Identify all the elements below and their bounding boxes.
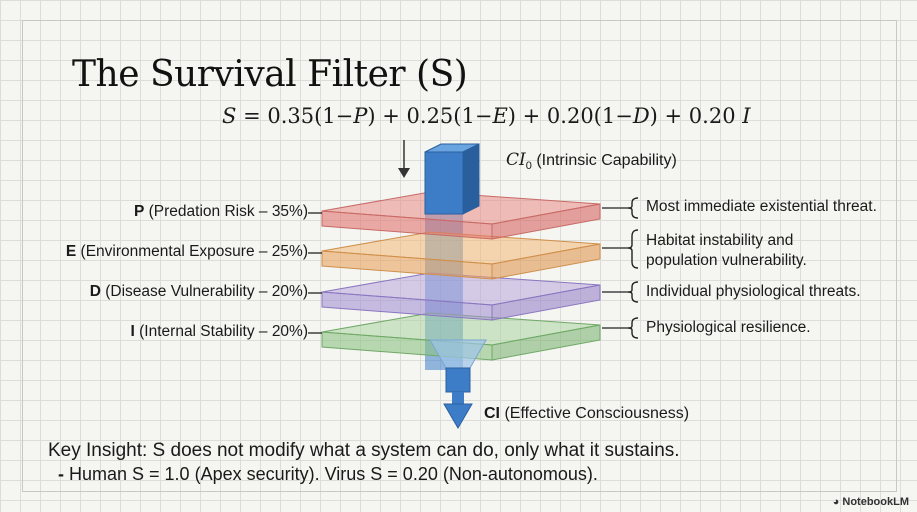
slide-frame: [22, 20, 897, 492]
notebooklm-logo-icon: ◕: [832, 496, 843, 508]
layer-d-key: D: [89, 283, 101, 300]
layer-e-plate: [321, 231, 601, 280]
layer-p-label: P (Predation Risk – 35%): [134, 203, 308, 221]
survival-formula: S = 0.35(1−P) + 0.25(1−E) + 0.20(1−D) + …: [222, 104, 751, 128]
key-insight: Key Insight: S does not modify what a sy…: [48, 440, 680, 461]
brace-d-icon: [602, 281, 639, 303]
layer-i-note: Physiological resilience.: [646, 319, 811, 336]
layer-d-plate: [321, 272, 601, 321]
brace-i-icon: [602, 317, 639, 339]
formula-i: I: [742, 104, 751, 128]
brand-name: NotebookLM: [842, 496, 909, 508]
layer-p-key: P: [133, 203, 145, 220]
output-arrow-icon: [443, 392, 473, 429]
formula-part-4: ) + 0.20: [649, 104, 743, 128]
formula-d: D: [632, 104, 650, 128]
insight-bullet: -: [58, 464, 64, 484]
layer-e-note-line1: Habitat instability and: [646, 232, 794, 249]
formula-part-1: = 0.35(1−: [236, 104, 354, 128]
layer-i-key: I: [130, 323, 135, 340]
layer-e-key: E: [65, 243, 77, 260]
brand-watermark: ◕ NotebookLM: [833, 496, 909, 508]
layer-d-note: Individual physiological threats.: [646, 283, 861, 300]
insight-examples: - Human S = 1.0 (Apex security). Virus S…: [58, 464, 598, 485]
input-description: (Intrinsic Capability): [536, 152, 677, 169]
layer-d-label: D (Disease Vulnerability – 20%): [90, 283, 308, 301]
layer-d-name: (Disease Vulnerability – 20%): [105, 283, 308, 300]
layer-e-note-line2: population vulnerability.: [646, 252, 807, 269]
brace-p-icon: [602, 197, 639, 219]
formula-part-2: ) + 0.25(1−: [367, 104, 493, 128]
layer-p-name: (Predation Risk – 35%): [148, 203, 308, 220]
output-description: (Effective Consciousness): [504, 405, 690, 422]
layer-i-name: (Internal Stability – 20%): [139, 323, 308, 340]
insight-examples-text: Human S = 1.0 (Apex security). Virus S =…: [64, 464, 598, 484]
output-symbol: CI: [484, 405, 500, 422]
input-label: CI0 (Intrinsic Capability): [506, 150, 677, 172]
formula-p: P: [353, 104, 368, 128]
layer-e-note: Habitat instability and population vulner…: [646, 231, 807, 271]
layer-p-note: Most immediate existential threat.: [646, 198, 877, 215]
layer-i-label: I (Internal Stability – 20%): [131, 323, 308, 341]
output-label: CI (Effective Consciousness): [484, 405, 689, 423]
formula-s: S: [222, 104, 237, 128]
input-subscript: 0: [525, 160, 532, 173]
formula-e: E: [492, 104, 508, 128]
layer-e-name: (Environmental Exposure – 25%): [80, 243, 308, 260]
input-arrow-icon: [398, 140, 410, 178]
formula-part-3: ) + 0.20(1−: [507, 104, 633, 128]
slide-title: The Survival Filter (S): [72, 54, 468, 95]
layer-e-label: E (Environmental Exposure – 25%): [66, 243, 308, 261]
input-symbol: CI: [506, 150, 526, 170]
brace-e-icon: [602, 229, 639, 269]
